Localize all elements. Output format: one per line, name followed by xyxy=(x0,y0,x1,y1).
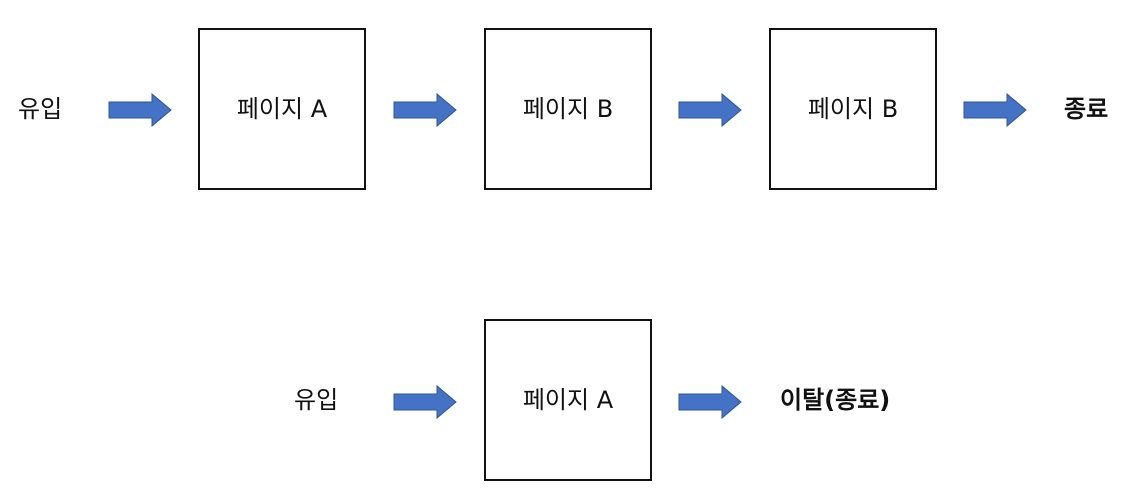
flow2-end-label: 이탈(종료) xyxy=(780,386,891,414)
flow1-page-box-1: 페이지 A xyxy=(198,28,366,190)
flow2-arrow-1-icon xyxy=(393,385,457,419)
flow2-start-label: 유입 xyxy=(294,386,339,414)
flow1-page-box-3: 페이지 B xyxy=(769,28,937,190)
flow1-page-label-1: 페이지 A xyxy=(236,95,328,123)
flow2-page-box-1: 페이지 A xyxy=(484,319,652,481)
flow1-arrow-2-icon xyxy=(393,93,457,127)
flow2-page-label-1: 페이지 A xyxy=(522,386,614,414)
flow1-start-label: 유입 xyxy=(18,95,63,123)
flow1-end-label: 종료 xyxy=(1064,95,1109,123)
flow1-arrow-1-icon xyxy=(108,93,172,127)
flow1-arrow-4-icon xyxy=(963,93,1027,127)
flow1-page-label-3: 페이지 B xyxy=(807,95,899,123)
flow1-page-box-2: 페이지 B xyxy=(484,28,652,190)
flow1-page-label-2: 페이지 B xyxy=(522,95,614,123)
flow2-arrow-2-icon xyxy=(678,385,742,419)
flow1-arrow-3-icon xyxy=(678,93,742,127)
